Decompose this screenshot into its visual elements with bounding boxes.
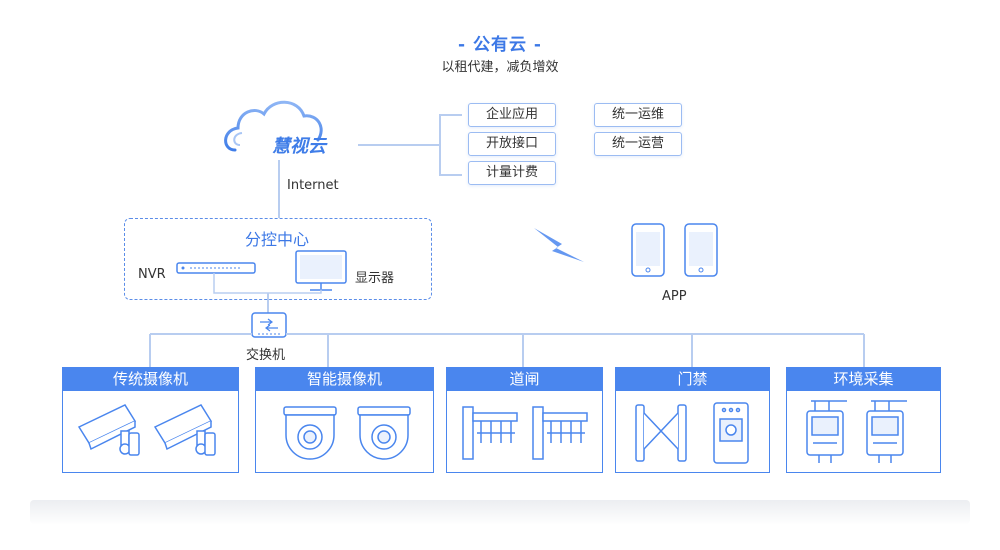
card-barrier-gate: 道闸 — [446, 367, 603, 473]
service-metering-billing: 计量计费 — [468, 161, 556, 185]
branch-center-title: 分控中心 — [244, 230, 309, 249]
branch-center-box — [124, 218, 432, 300]
card-title: 智能摄像机 — [256, 368, 433, 391]
footer-shadow — [30, 500, 970, 524]
access-control-icon — [635, 402, 749, 464]
monitor-icon — [295, 250, 347, 291]
cloud-logo-text: 慧视云 — [272, 136, 328, 157]
service-unified-maintenance: 统一运维 — [594, 103, 682, 127]
card-title: 环境采集 — [787, 368, 940, 391]
card-traditional-camera: 传统摄像机 — [62, 367, 239, 473]
switch-icon — [251, 312, 287, 338]
phone-icon — [684, 223, 718, 277]
card-title: 门禁 — [616, 368, 769, 391]
card-access-control: 门禁 — [615, 367, 770, 473]
page-title: - 公有云 - — [458, 35, 542, 55]
app-label: APP — [662, 289, 687, 304]
card-title: 传统摄像机 — [63, 368, 238, 391]
monitor-label: 显示器 — [355, 271, 395, 286]
service-unified-operation: 统一运营 — [594, 132, 682, 156]
service-enterprise-app: 企业应用 — [468, 103, 556, 127]
page-subtitle: 以租代建，减负增效 — [441, 60, 559, 75]
nvr-label: NVR — [138, 267, 166, 282]
barrier-gate-icon — [462, 406, 588, 460]
dome-camera-icon — [283, 406, 411, 460]
nvr-icon — [176, 262, 256, 274]
internet-label: Internet — [287, 178, 339, 193]
cloud-icon — [224, 100, 323, 152]
environment-sensor-icon — [806, 400, 907, 463]
wireless-bolt-icon — [534, 228, 584, 262]
card-title: 道闸 — [447, 368, 602, 391]
card-smart-camera: 智能摄像机 — [255, 367, 434, 473]
card-environment-collection: 环境采集 — [786, 367, 941, 473]
service-bracket — [439, 114, 462, 176]
traditional-camera-icon — [77, 404, 216, 456]
bus-drops — [149, 334, 865, 367]
service-open-api: 开放接口 — [468, 132, 556, 156]
switch-label: 交换机 — [246, 348, 286, 363]
phone-icon — [631, 223, 665, 277]
